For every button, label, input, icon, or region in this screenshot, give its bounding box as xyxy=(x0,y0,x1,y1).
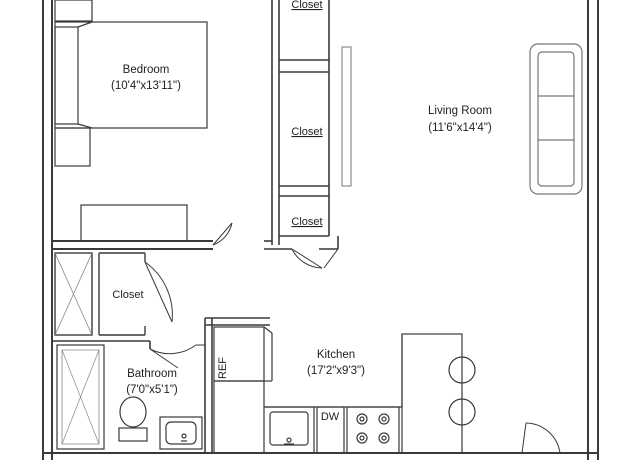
toilet xyxy=(118,396,148,442)
closet-middle-label: Closet xyxy=(291,126,322,138)
hall-closet-door xyxy=(144,261,173,323)
sofa xyxy=(529,43,583,195)
bedroom-dimensions: (10'4"x13'11") xyxy=(111,80,181,92)
kitchen-sink xyxy=(263,406,315,454)
pillow xyxy=(54,26,79,125)
bathroom-name: Bathroom xyxy=(127,368,177,380)
kitchen-dimensions: (17'2"x9'3") xyxy=(307,365,365,377)
dresser xyxy=(80,204,188,242)
bathtub xyxy=(56,344,105,450)
bathroom-sink xyxy=(159,416,203,450)
entry-door xyxy=(521,422,561,454)
living-room-dimensions: (11'6"x14'4") xyxy=(428,122,492,134)
bedroom-area xyxy=(52,0,213,250)
closet-hall-label: Closet xyxy=(112,289,143,301)
dishwasher-label: DW xyxy=(321,411,340,423)
closet-top-label: Closet xyxy=(291,0,322,11)
refrigerator-label: REF xyxy=(217,357,229,379)
bathroom-walls xyxy=(52,317,270,453)
living-room-name: Living Room xyxy=(428,105,492,117)
tv-console xyxy=(341,46,352,187)
bathroom-door xyxy=(149,344,205,369)
hall-closet-area xyxy=(54,252,146,336)
kitchen-name: Kitchen xyxy=(317,349,355,361)
closet-walls xyxy=(264,0,339,250)
bedroom-door xyxy=(212,222,233,246)
nightstand xyxy=(54,127,91,167)
bedroom-name: Bedroom xyxy=(123,64,170,76)
closet-small-label: Closet xyxy=(291,216,322,228)
stove xyxy=(346,406,400,454)
closet-door-swings xyxy=(291,248,339,269)
island-counter xyxy=(401,333,463,454)
bathroom-dimensions: (7'0"x5'1") xyxy=(126,384,178,396)
dishwasher xyxy=(316,406,345,454)
bar-stools xyxy=(448,356,476,426)
